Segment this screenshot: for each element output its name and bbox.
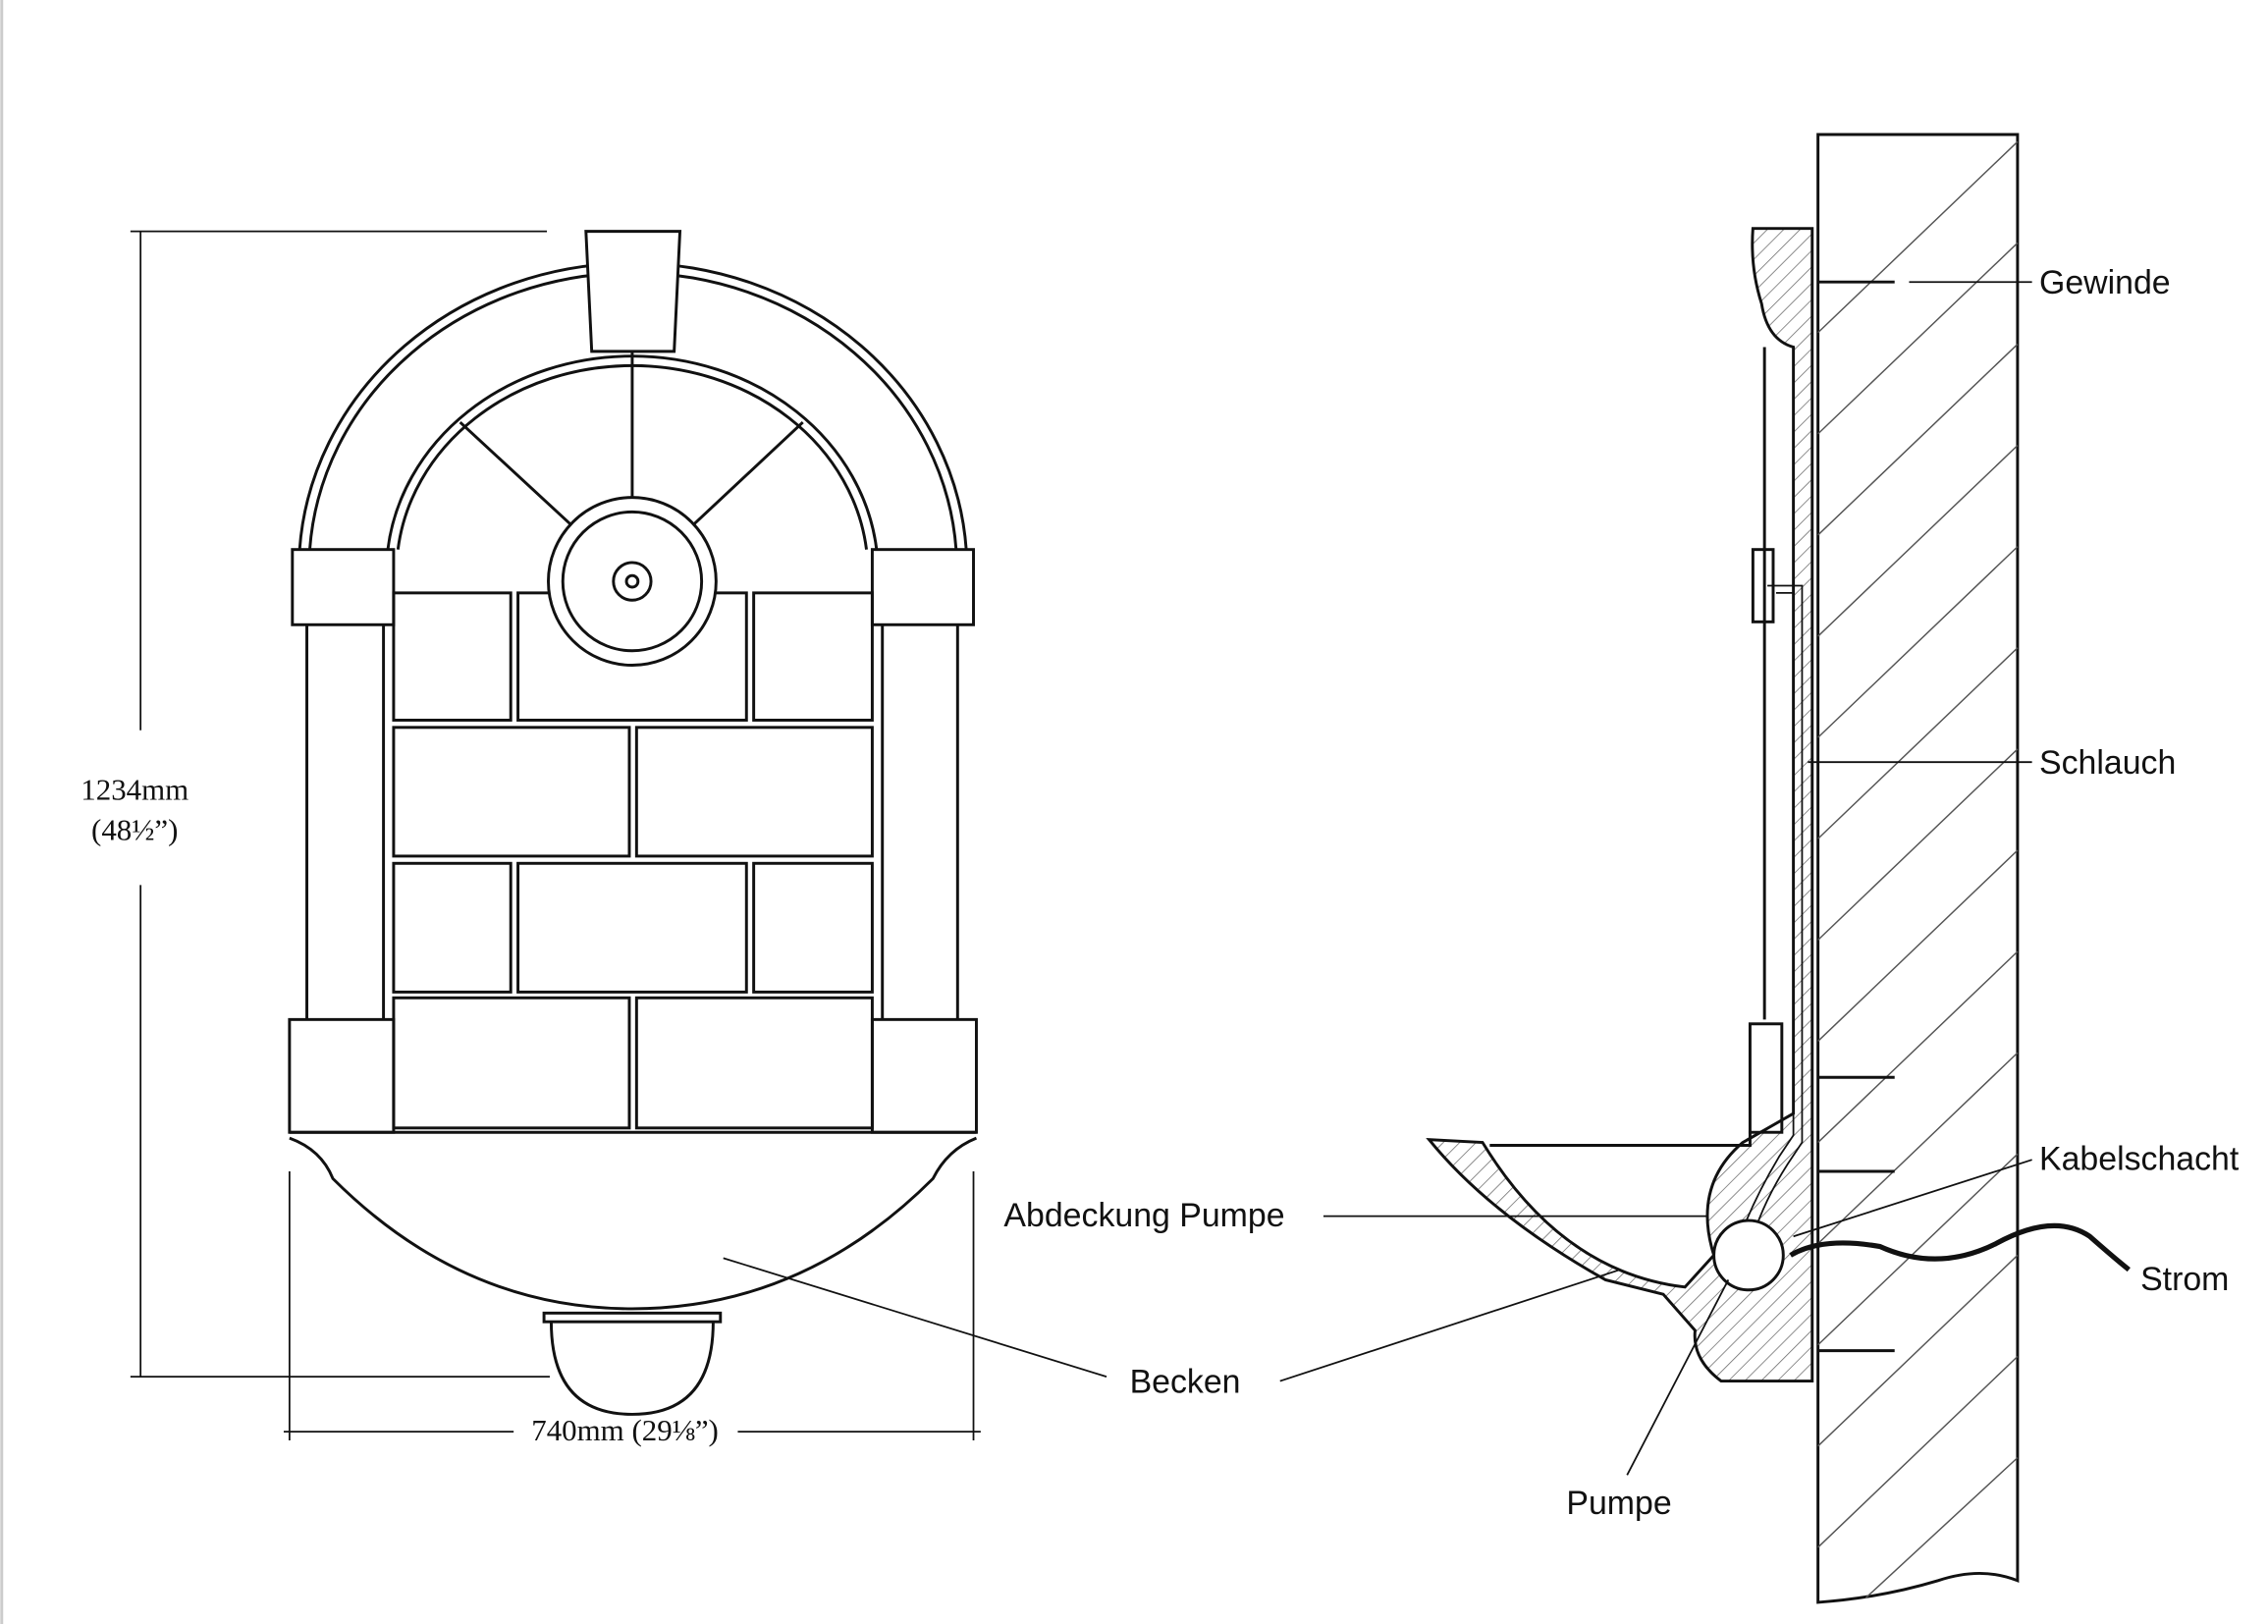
label-becken: Becken	[1130, 1363, 1241, 1400]
callouts: Gewinde Schlauch Kabelschacht Strom Abde…	[723, 264, 2240, 1522]
power-cable	[1789, 1222, 2131, 1272]
threaded-rods	[1817, 280, 1895, 1353]
fountain-profile	[1426, 227, 1814, 1383]
width-dimension: 740mm (29⅛”)	[531, 1413, 719, 1447]
label-strom: Strom	[2140, 1261, 2229, 1298]
label-kabelschacht: Kabelschacht	[2039, 1141, 2240, 1178]
dimensions: 1234mm (48½”) 740mm (29⅛”)	[81, 230, 981, 1447]
label-pumpe: Pumpe	[1566, 1485, 1671, 1522]
label-schlauch: Schlauch	[2039, 744, 2176, 782]
label-gewinde: Gewinde	[2039, 264, 2171, 301]
label-abdeckung-pumpe: Abdeckung Pumpe	[1003, 1197, 1284, 1234]
keystone	[584, 230, 682, 353]
wall	[1816, 133, 2020, 1604]
side-section	[1426, 133, 2131, 1604]
height-dimension-inch: (48½”)	[91, 813, 178, 847]
spout-medallion	[547, 496, 718, 667]
pump	[1712, 1218, 1785, 1292]
brick-wall	[392, 591, 874, 1130]
front-elevation	[288, 230, 978, 1416]
height-dimension: 1234mm	[81, 772, 189, 806]
basin	[289, 1136, 978, 1311]
